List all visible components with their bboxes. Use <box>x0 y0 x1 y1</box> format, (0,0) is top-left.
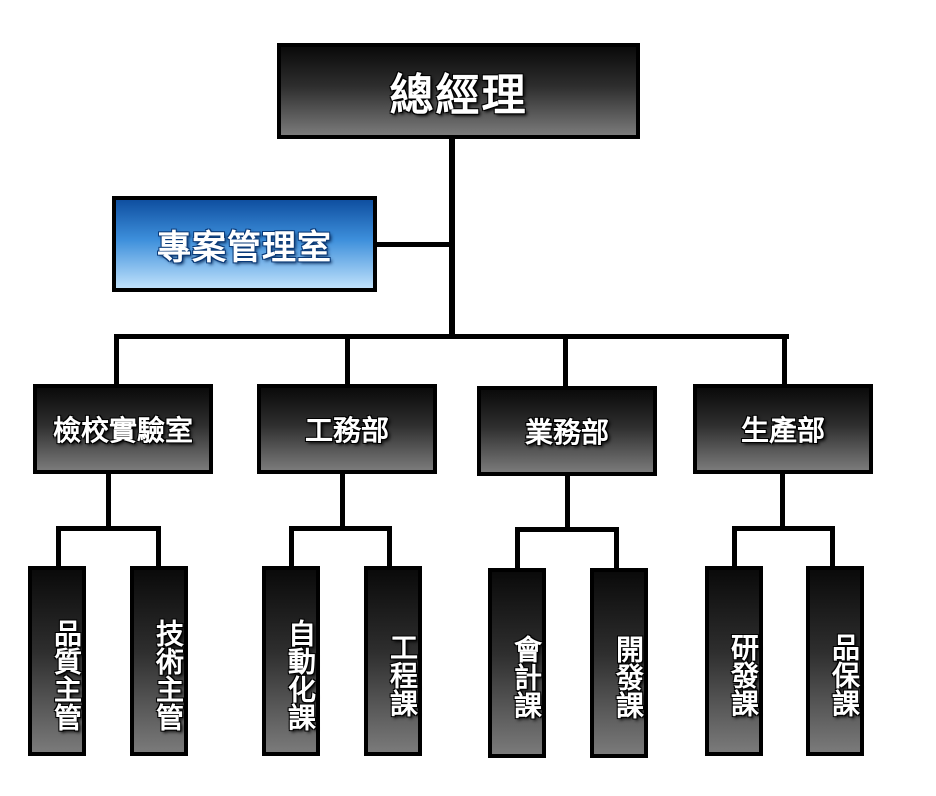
general-manager-label: 總經理 <box>389 70 528 121</box>
section-box-accounting: 會計課 <box>488 568 546 758</box>
project-office-box: 專案管理室 <box>112 196 377 292</box>
dept-label: 業務部 <box>524 416 609 449</box>
dept-box-sales: 業務部 <box>477 386 657 476</box>
connector-sales-bus <box>515 527 619 532</box>
connector-sales-right <box>614 527 619 571</box>
connector-dept-1 <box>114 334 119 387</box>
dept-label: 檢校實驗室 <box>52 414 193 447</box>
project-office-label: 專案管理室 <box>157 227 332 268</box>
general-manager-box: 總經理 <box>277 43 640 139</box>
connector-works-stem <box>340 471 345 529</box>
dept-box-lab: 檢校實驗室 <box>33 384 213 474</box>
connector-gm-trunk <box>449 136 455 339</box>
connector-dept-bus <box>114 334 789 339</box>
section-label: 品保課 <box>828 633 861 717</box>
section-label: 自動化課 <box>284 619 317 731</box>
section-box-quality-assurance: 品保課 <box>806 566 864 756</box>
dept-label: 工務部 <box>304 414 389 447</box>
connector-works-bus <box>289 526 392 531</box>
section-box-rnd: 研發課 <box>705 566 763 756</box>
connector-dept-2 <box>345 334 350 387</box>
section-label: 研發課 <box>727 633 760 717</box>
connector-prod-bus <box>732 526 835 531</box>
dept-box-works: 工務部 <box>257 384 437 474</box>
connector-lab-stem <box>106 471 111 529</box>
connector-sales-stem <box>565 473 570 530</box>
connector-works-right <box>387 526 392 569</box>
connector-sales-left <box>515 527 520 571</box>
section-box-automation: 自動化課 <box>262 566 320 756</box>
connector-prod-right <box>830 526 835 569</box>
connector-dept-3 <box>563 334 568 389</box>
section-box-technical-manager: 技術主管 <box>130 566 188 756</box>
section-label: 開發課 <box>612 635 645 719</box>
connector-office <box>374 242 455 247</box>
section-box-quality-manager: 品質主管 <box>28 566 86 756</box>
section-label: 技術主管 <box>152 619 185 731</box>
dept-label: 生產部 <box>740 414 825 447</box>
section-label: 工程課 <box>386 633 419 717</box>
connector-prod-stem <box>780 471 785 529</box>
connector-prod-left <box>732 526 737 569</box>
connector-lab-left <box>56 526 61 569</box>
section-label: 會計課 <box>510 635 543 719</box>
section-label: 品質主管 <box>50 619 83 731</box>
dept-box-production: 生產部 <box>693 384 873 474</box>
connector-lab-right <box>156 526 161 569</box>
connector-works-left <box>289 526 294 569</box>
section-box-development: 開發課 <box>590 568 648 758</box>
connector-lab-bus <box>56 526 161 531</box>
connector-dept-4 <box>782 334 787 387</box>
section-box-engineering: 工程課 <box>364 566 422 756</box>
